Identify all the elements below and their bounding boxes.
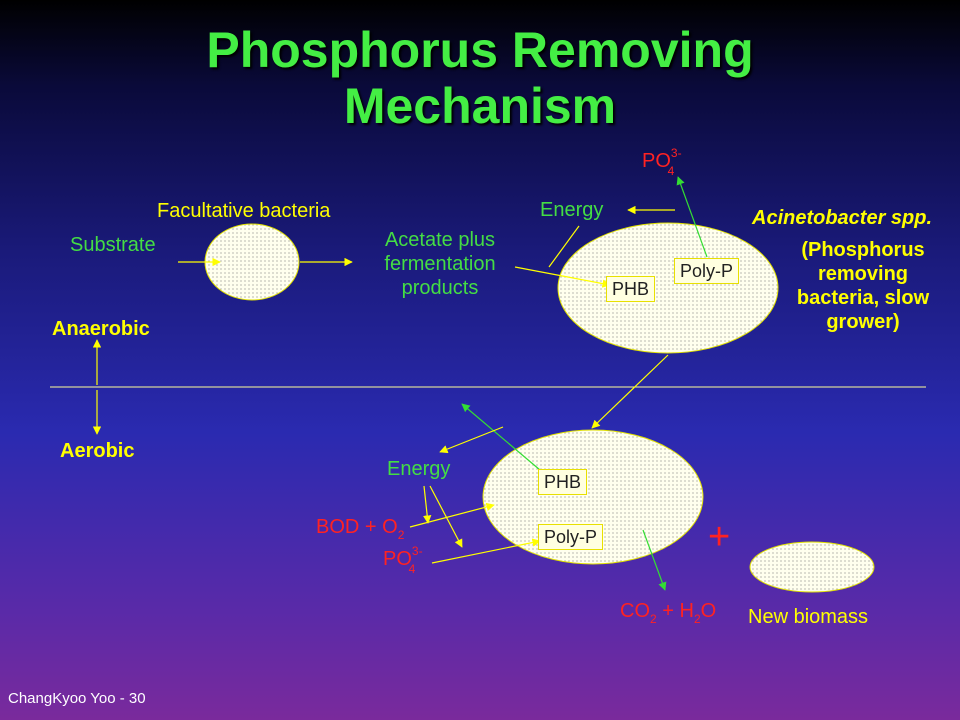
polyp-box-top: Poly-P — [674, 258, 740, 284]
po4-uptake-arrow — [431, 538, 541, 564]
acinetobacter-label: Acinetobacter spp. — [752, 207, 933, 229]
pao-cell-anaerobic — [557, 222, 779, 354]
h2o-subscript: 2 — [693, 612, 701, 626]
acetate-to-phb-arrow — [514, 266, 611, 288]
aerobic-label: Aerobic — [60, 440, 135, 462]
energy-bottom-arrow-from — [439, 426, 504, 454]
co2-h2o-label: CO2 + H2O — [620, 600, 717, 626]
po4-top-text: PO — [642, 150, 671, 172]
title-line-1: Phosphorus Removing — [206, 22, 754, 78]
acetate-label: Acetate plus fermentation products — [370, 228, 510, 300]
new-biomass-cell — [749, 541, 875, 593]
acetate-line-2: fermentation — [384, 253, 496, 275]
phb-box-bottom: PHB — [538, 469, 588, 495]
bod-o2-label: BOD + O2 — [316, 516, 405, 542]
plus-sign: + — [708, 516, 731, 558]
anaerobic-label: Anaerobic — [52, 318, 150, 340]
substrate-label: Substrate — [70, 234, 156, 256]
transfer-arrow — [591, 354, 669, 429]
energy-bottom-label: Energy — [387, 458, 451, 480]
phosphorus-removing-note: (Phosphorus removing bacteria, slow grow… — [778, 238, 948, 334]
acetate-line-1: Acetate plus — [384, 229, 496, 251]
bod-text: BOD + O — [316, 516, 398, 538]
polyp-release-po4-arrow — [676, 176, 708, 258]
h2o-o-text: O — [700, 600, 717, 622]
po4-bottom-subscript: 4 — [408, 562, 416, 576]
facultative-bacteria-label: Facultative bacteria — [157, 200, 331, 222]
energy-top-arrow — [548, 225, 580, 268]
polyp-box-bottom: Poly-P — [538, 524, 604, 550]
phb-oxidation-arrow — [461, 403, 541, 471]
plus-h-text: + H — [656, 600, 694, 622]
slide-title: Phosphorus Removing Mechanism — [0, 22, 960, 134]
energy-to-bod-arrow — [423, 485, 432, 524]
acetate-line-3: products — [401, 277, 479, 299]
po4-bottom-label: PO3- 4 — [383, 544, 429, 576]
title-line-2: Mechanism — [343, 78, 617, 134]
note-line-4: grower) — [826, 311, 900, 333]
note-line-1: (Phosphorus — [801, 239, 925, 261]
energy-to-po4-arrow — [429, 485, 463, 548]
o2-subscript: 2 — [397, 528, 405, 542]
bod-to-cell-arrow — [409, 502, 495, 528]
po4-top-subscript: 4 — [667, 164, 675, 178]
co2-subscript: 2 — [650, 612, 657, 626]
co2-release-arrow — [642, 529, 667, 591]
phb-box-top: PHB — [606, 276, 656, 302]
note-line-3: bacteria, slow — [796, 287, 930, 309]
po4-top-charge: 3- — [670, 146, 682, 160]
po4-bottom-text: PO — [383, 548, 412, 570]
co2-text: CO — [620, 600, 650, 622]
note-line-2: removing — [817, 263, 909, 285]
energy-top-label: Energy — [540, 199, 604, 221]
new-biomass-label: New biomass — [748, 606, 869, 628]
po4-top-label: PO3- 4 — [642, 146, 688, 178]
slide-footer: ChangKyoo Yoo - 30 — [8, 690, 146, 707]
po4-bottom-charge: 3- — [411, 544, 423, 558]
